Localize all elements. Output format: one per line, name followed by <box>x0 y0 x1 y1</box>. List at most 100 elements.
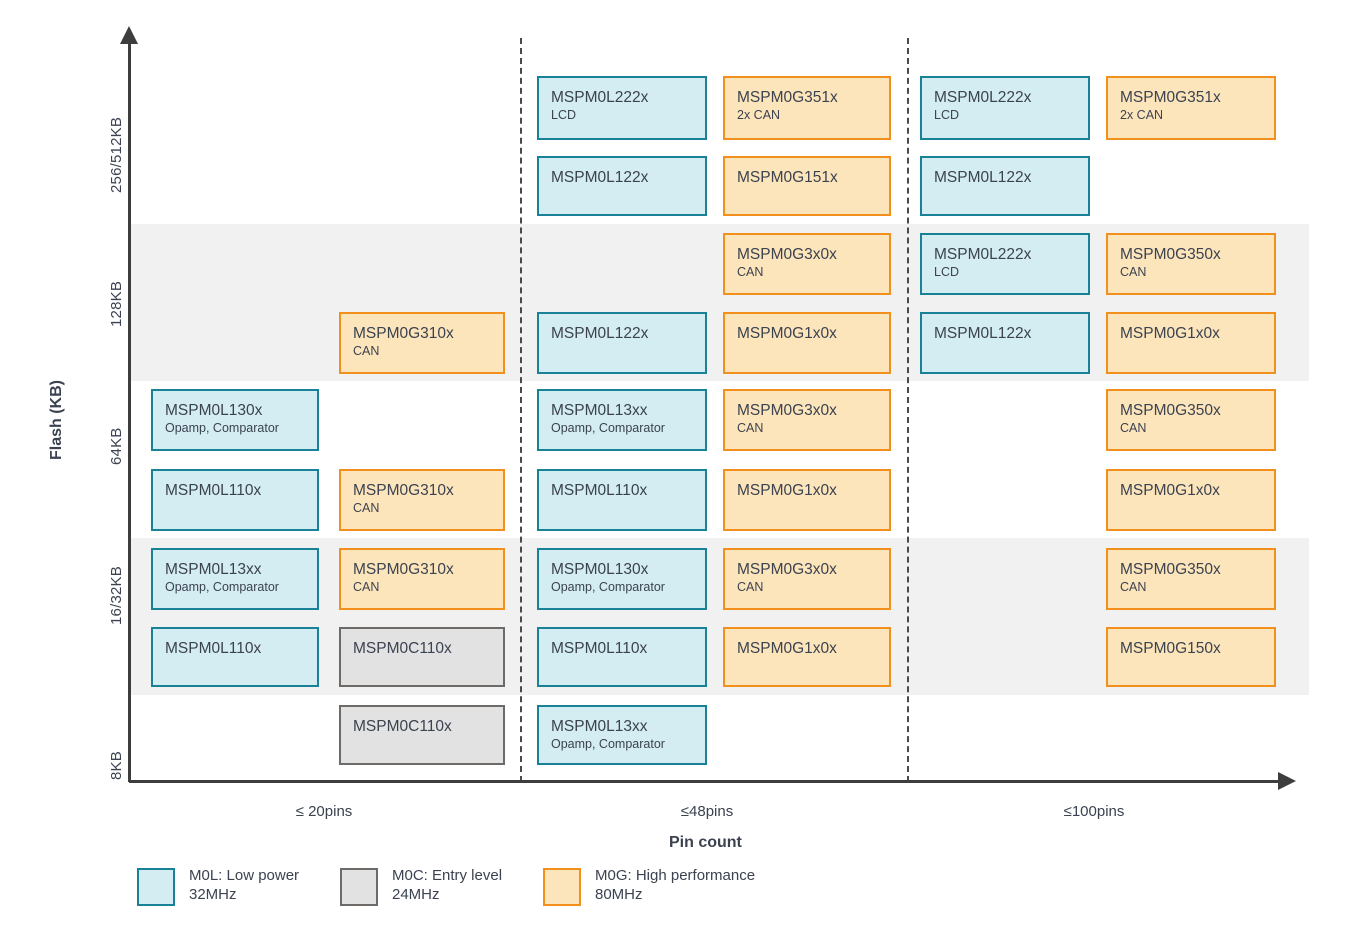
x-axis-tick-label: ≤100pins <box>1063 803 1125 820</box>
device-feature-label: Opamp, Comparator <box>551 421 665 435</box>
device-feature-label: 2x CAN <box>1120 108 1164 122</box>
device-feature-label: Opamp, Comparator <box>165 421 279 435</box>
device-part-number: MSPM0G310x <box>353 561 454 578</box>
x-axis-arrowhead-icon <box>1278 772 1296 790</box>
device-part-number: MSPM0L110x <box>165 482 262 499</box>
device-part-number: MSPM0L110x <box>165 640 262 657</box>
device-box[interactable]: MSPM0L122x <box>920 156 1090 216</box>
device-box[interactable]: MSPM0L110x <box>151 627 319 687</box>
device-part-number: MSPM0L110x <box>551 482 648 499</box>
device-box[interactable]: MSPM0G1x0x <box>723 312 891 374</box>
device-box[interactable]: MSPM0G1x0x <box>1106 312 1276 374</box>
device-feature-label: CAN <box>353 501 380 515</box>
device-part-number: MSPM0L110x <box>551 640 648 657</box>
device-part-number: MSPM0G151x <box>737 169 838 186</box>
device-box[interactable]: MSPM0L122x <box>537 156 707 216</box>
device-box[interactable]: MSPM0C110x <box>339 705 505 765</box>
y-axis-title: Flash (KB) <box>48 380 65 460</box>
y-axis-line <box>128 40 131 782</box>
y-axis-tick-label: 16/32KB <box>108 566 125 625</box>
device-feature-label: LCD <box>934 108 960 122</box>
x-axis-tick-label: ≤48pins <box>680 803 734 820</box>
device-part-number: MSPM0L122x <box>551 169 649 186</box>
legend-family-label: M0L: Low power <box>189 867 300 884</box>
legend-clock-speed: 80MHz <box>595 886 643 903</box>
device-feature-label: CAN <box>353 344 380 358</box>
device-part-number: MSPM0C110x <box>353 640 452 657</box>
pin-band-divider <box>520 38 522 782</box>
device-box[interactable]: MSPM0L110x <box>537 627 707 687</box>
device-feature-label: CAN <box>1120 580 1147 594</box>
device-part-number: MSPM0G3x0x <box>737 246 837 263</box>
device-feature-label: LCD <box>934 265 960 279</box>
device-part-number: MSPM0L222x <box>551 89 649 106</box>
device-box[interactable]: MSPM0G1x0x <box>1106 469 1276 531</box>
device-feature-label: CAN <box>353 580 380 594</box>
device-part-number: MSPM0G1x0x <box>737 640 837 657</box>
legend-text: M0C: Entry level 24MHz <box>392 866 502 904</box>
legend-family-label: M0C: Entry level <box>392 867 503 884</box>
y-axis-arrowhead-icon <box>120 26 138 44</box>
device-box[interactable]: MSPM0L110x <box>537 469 707 531</box>
device-part-number: MSPM0G150x <box>1120 640 1221 657</box>
pin-band-divider <box>907 38 909 782</box>
device-box[interactable]: MSPM0G151x <box>723 156 891 216</box>
device-part-number: MSPM0G350x <box>1120 246 1221 263</box>
device-box[interactable]: MSPM0L110x <box>151 469 319 531</box>
x-axis-title: Pin count <box>669 834 742 851</box>
device-part-number: MSPM0L122x <box>551 325 649 342</box>
device-feature-label: CAN <box>737 265 764 279</box>
device-part-number: MSPM0G1x0x <box>1120 482 1220 499</box>
legend-color-swatch <box>340 868 378 906</box>
device-box[interactable]: MSPM0C110x <box>339 627 505 687</box>
device-box[interactable]: MSPM0L122x <box>537 312 707 374</box>
device-box[interactable]: MSPM0G1x0x <box>723 469 891 531</box>
device-part-number: MSPM0G350x <box>1120 561 1221 578</box>
device-feature-label: Opamp, Comparator <box>551 737 665 751</box>
device-box[interactable]: MSPM0G1x0x <box>723 627 891 687</box>
device-part-number: MSPM0L122x <box>934 325 1032 342</box>
legend-color-swatch <box>543 868 581 906</box>
x-axis-line <box>129 780 1281 783</box>
y-axis-tick-label: 256/512KB <box>108 116 125 193</box>
device-box[interactable]: MSPM0G150x <box>1106 627 1276 687</box>
device-box[interactable]: MSPM0L122x <box>920 312 1090 374</box>
device-part-number: MSPM0L13xx <box>551 402 648 419</box>
y-axis-tick-label: 64KB <box>108 427 125 466</box>
device-part-number: MSPM0G3x0x <box>737 561 837 578</box>
legend-clock-speed: 24MHz <box>392 886 440 903</box>
device-part-number: MSPM0L122x <box>934 169 1032 186</box>
device-part-number: MSPM0L130x <box>165 402 263 419</box>
device-part-number: MSPM0L222x <box>934 246 1032 263</box>
device-feature-label: LCD <box>551 108 577 122</box>
device-part-number: MSPM0C110x <box>353 718 452 735</box>
device-part-number: MSPM0L130x <box>551 561 649 578</box>
device-feature-label: CAN <box>737 580 764 594</box>
device-feature-label: 2x CAN <box>737 108 781 122</box>
device-part-number: MSPM0L13xx <box>551 718 648 735</box>
legend-family-label: M0G: High performance <box>595 867 756 884</box>
device-feature-label: Opamp, Comparator <box>551 580 665 594</box>
y-axis-tick-label: 8KB <box>108 751 125 780</box>
